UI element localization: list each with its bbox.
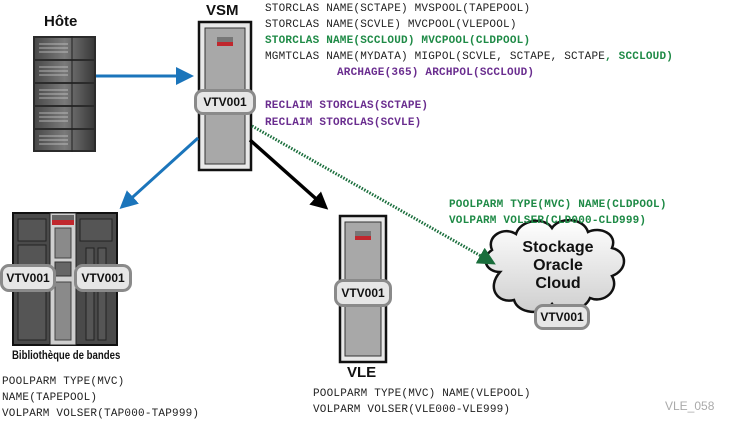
vsm-to-library-arrow: [119, 136, 200, 210]
vle-cmd-volparm: VOLPARM VOLSER(VLE000-VLE999): [313, 404, 511, 416]
library-vtv-badge-left: VTV001: [0, 264, 56, 292]
library-label: Bibliothèque de bandes: [12, 348, 121, 362]
cloud-cmd-volparm: VOLPARM VOLSER(CLD000-CLD999): [449, 215, 647, 227]
cloud-cmd-poolparm: POOLPARM TYPE(MVC) NAME(CLDPOOL): [449, 199, 667, 211]
vle-cmd-poolparm: POOLPARM TYPE(MVC) NAME(VLEPOOL): [313, 388, 531, 400]
vle-label: VLE: [347, 364, 377, 381]
host-server-icon: [33, 36, 96, 152]
cloud-label-line1: Stockage: [522, 239, 594, 256]
vsm-cmd-storclas-sctape: STORCLAS NAME(SCTAPE) MVSPOOL(TAPEPOOL): [265, 3, 531, 15]
vsm-cmd-archage: ARCHAGE(365) ARCHPOL(SCCLOUD): [337, 67, 535, 79]
cloud-label-line2: Oracle Cloud: [533, 257, 583, 292]
library-cmd-poolparm: POOLPARM TYPE(MVC): [2, 376, 125, 388]
mgmtclas-main: MGMTCLAS NAME(MYDATA) MIGPOL(SCVLE, SCTA…: [265, 51, 606, 63]
vsm-cmd-mgmtclas: MGMTCLAS NAME(MYDATA) MIGPOL(SCVLE, SCTA…: [265, 49, 673, 65]
vsm-cmd-reclaim-sctape: RECLAIM STORCLAS(SCTAPE): [265, 100, 429, 112]
cloud-label: Stockage Oracle Cloud: [510, 239, 606, 293]
vsm-cmd-storclas-scvle: STORCLAS NAME(SCVLE) MVCPOOL(VLEPOOL): [265, 19, 517, 31]
library-cmd-volparm: VOLPARM VOLSER(TAP000-TAP999): [2, 408, 200, 420]
vsm-to-cloud-arrow: [251, 124, 496, 265]
vle-vtv-badge: VTV001: [334, 279, 392, 307]
vsm-label: VSM: [206, 2, 239, 19]
figure-id: VLE_058: [665, 399, 715, 413]
library-cmd-name: NAME(TAPEPOOL): [2, 392, 98, 404]
vsm-cmd-reclaim-scvle: RECLAIM STORCLAS(SCVLE): [265, 117, 422, 129]
mgmtclas-sccloud: , SCCLOUD): [605, 51, 674, 63]
vsm-vtv-badge: VTV001: [194, 89, 256, 115]
host-label: Hôte: [44, 13, 78, 30]
vsm-to-vle-arrow: [248, 138, 329, 210]
library-vtv-badge-right: VTV001: [74, 264, 132, 292]
cloud-vtv-badge: VTV001: [534, 304, 590, 330]
vsm-cmd-storclas-sccloud: STORCLAS NAME(SCCLOUD) MVCPOOL(CLDPOOL): [265, 35, 531, 47]
